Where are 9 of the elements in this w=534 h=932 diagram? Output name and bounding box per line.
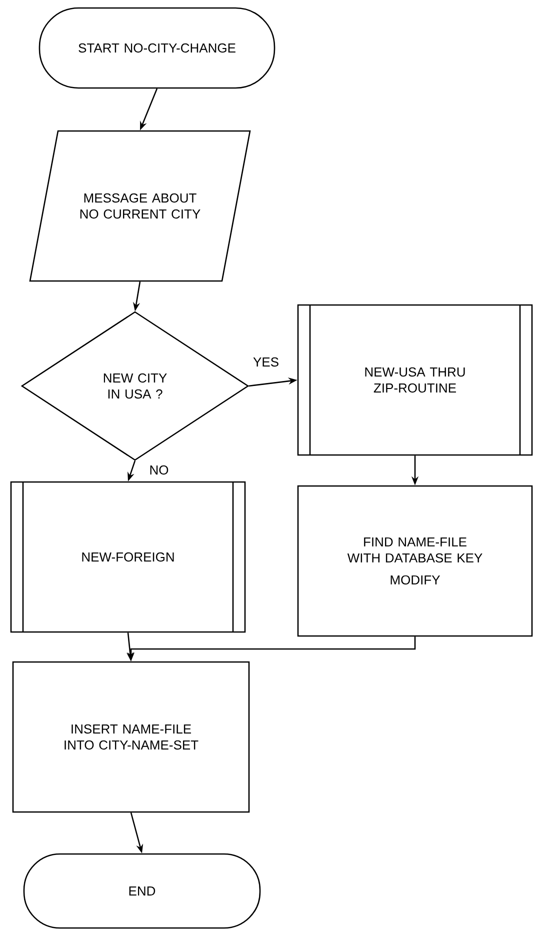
process-box: FIND NAME-FILE WITH DATABASE KEY MODIFY <box>297 485 533 637</box>
terminal-box: START NO-CITY-CHANGE <box>38 7 276 89</box>
edge-label: NO <box>148 464 170 476</box>
subroutine-box: NEW-FOREIGN <box>10 481 246 633</box>
process-box: INSERT NAME-FILE INTO CITY-NAME-SET <box>12 661 250 813</box>
subroutine-box: NEW-USA THRU ZIP-ROUTINE <box>297 304 533 456</box>
terminal-box: END <box>23 853 261 929</box>
edge-label: YES <box>252 356 280 368</box>
input-output-box: MESSAGE ABOUT NO CURRENT CITY <box>29 130 251 282</box>
